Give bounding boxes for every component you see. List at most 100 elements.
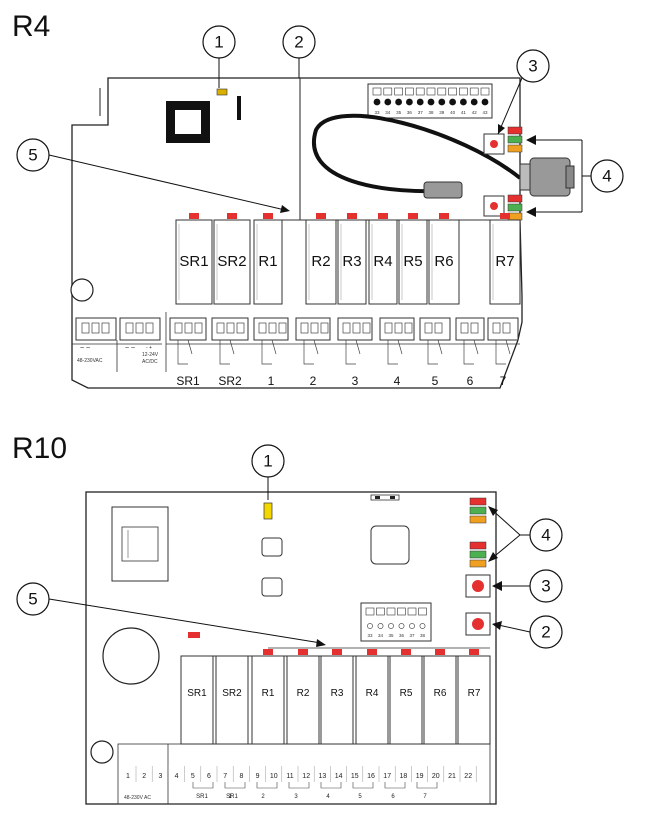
r10-terminal-number: 21 bbox=[448, 773, 456, 780]
r4-pin: 41 bbox=[459, 87, 468, 115]
r10-terminal-number: 14 bbox=[335, 773, 343, 780]
r4-dc-label-1: 12-24V bbox=[142, 352, 159, 358]
r10-supply-label: 48-230V AC bbox=[124, 795, 151, 801]
r4-relay: R7 bbox=[489, 213, 521, 305]
r4-terminal-label: SR2 bbox=[218, 374, 242, 388]
r4-title: R4 bbox=[12, 10, 50, 43]
r4-callout-4: 4 bbox=[526, 135, 624, 217]
r4-callout-2: 2 bbox=[282, 25, 316, 78]
r10-terminal-number: 22 bbox=[464, 773, 472, 780]
r4-output-terminal: 3 bbox=[337, 317, 373, 388]
r4-terminal-label: 2 bbox=[310, 374, 317, 388]
r4-output-terminal: 5 bbox=[419, 317, 451, 388]
r4-pin: 36 bbox=[405, 87, 414, 115]
svg-text:5: 5 bbox=[28, 590, 37, 609]
r4-pin-number: 37 bbox=[418, 110, 424, 115]
r10-relay: R6 bbox=[423, 649, 457, 745]
r4-pin-number: 38 bbox=[428, 110, 434, 115]
r4-terminal-label: 5 bbox=[432, 374, 439, 388]
r10-group-label: 5 bbox=[358, 794, 362, 800]
r10-relay-led bbox=[367, 649, 377, 655]
r10-relay: R2 bbox=[286, 649, 320, 745]
r4-relay-label: R4 bbox=[373, 253, 392, 270]
r10-relay-led bbox=[298, 649, 308, 655]
r4-output-terminal: 7 bbox=[487, 317, 519, 388]
r10-relay: SR1 bbox=[180, 655, 214, 745]
r10-terminal-number: 11 bbox=[286, 773, 293, 780]
r4-relay-led bbox=[408, 213, 418, 219]
r10-pin-number: 33 bbox=[367, 633, 373, 638]
r4-output-terminal: SR1 bbox=[169, 317, 207, 388]
r10-relay: SR2 bbox=[215, 655, 249, 745]
r10-side-connector bbox=[111, 506, 169, 582]
r4-dc-polarity: - + bbox=[146, 345, 152, 351]
r4-output-terminal: 2 bbox=[295, 317, 331, 388]
r4-relay-led bbox=[500, 213, 510, 219]
r10-terminal-number: 15 bbox=[351, 773, 359, 780]
r10-pin: 34 bbox=[376, 607, 385, 638]
r10-relay: R7 bbox=[457, 649, 491, 745]
r10-terminal-number: 18 bbox=[400, 773, 408, 780]
r10-group-label: 2 bbox=[261, 794, 265, 800]
r10-terminal-number: 10 bbox=[270, 773, 278, 780]
r10-group-label: 4 bbox=[326, 794, 330, 800]
r4-relay-led bbox=[378, 213, 388, 219]
r4-relay: R1 bbox=[253, 213, 283, 305]
r10-status-led bbox=[263, 502, 273, 520]
r4-pin: 37 bbox=[415, 87, 425, 115]
svg-text:4: 4 bbox=[541, 526, 550, 545]
r10-relay-label: R5 bbox=[400, 688, 413, 699]
r10-terminal-number: 4 bbox=[175, 773, 179, 780]
r10-title: R10 bbox=[12, 432, 67, 465]
r10-terminal-number: 16 bbox=[367, 773, 375, 780]
r10-terminal-number: 9 bbox=[256, 773, 260, 780]
r10-relay-label: R7 bbox=[468, 688, 481, 699]
r4-pin-number: 36 bbox=[407, 110, 413, 115]
r10-terminal-number: 2 bbox=[142, 773, 146, 780]
r4-callout-1: 1 bbox=[202, 25, 236, 88]
r4-pin-number: 35 bbox=[396, 110, 402, 115]
r10-buzzer bbox=[102, 627, 160, 685]
r4-output-terminal: 6 bbox=[455, 317, 485, 388]
r4-relay-label: R5 bbox=[403, 253, 422, 270]
r4-output-terminal: 1 bbox=[253, 317, 289, 388]
r4-pin-number: 40 bbox=[450, 110, 456, 115]
svg-text:2: 2 bbox=[294, 33, 303, 52]
r4-pin-number: 42 bbox=[472, 110, 478, 115]
r4-relay-label: SR2 bbox=[217, 253, 246, 270]
r4-power-terminal bbox=[119, 317, 161, 341]
r4-relay-led bbox=[227, 213, 237, 219]
r10-group-label: 3 bbox=[294, 794, 298, 800]
r10-terminal-number: 1 bbox=[126, 773, 130, 780]
r4-terminal-label: SR1 bbox=[176, 374, 200, 388]
r10-relay: R5 bbox=[389, 649, 423, 745]
r4-relay: R2 bbox=[305, 213, 337, 305]
r4-ac-symbol: ~ ~ bbox=[80, 345, 90, 352]
r10-pin-number: 34 bbox=[378, 633, 384, 638]
r4-pin: 38 bbox=[426, 87, 436, 115]
r4-dc-label-2: AC/DC bbox=[142, 359, 158, 365]
r10-terminal-number: 19 bbox=[416, 773, 424, 780]
r10-terminal-number: 7 bbox=[223, 773, 227, 780]
r10-indicator-leds-top bbox=[469, 497, 487, 524]
r4-relay-led bbox=[189, 213, 199, 219]
r10-terminal-number: 17 bbox=[383, 773, 391, 780]
r10-group-label: 7 bbox=[423, 794, 427, 800]
r10-terminal-number: 8 bbox=[239, 773, 243, 780]
r10-processor-chip bbox=[370, 525, 410, 565]
r4-relay-label: R3 bbox=[342, 253, 361, 270]
r10-terminal-number: 20 bbox=[432, 773, 440, 780]
r10-mounting-hole bbox=[90, 740, 114, 764]
svg-text:4: 4 bbox=[602, 167, 611, 186]
r4-relay-label: R6 bbox=[434, 253, 453, 270]
r4-callout-3: 3 bbox=[497, 49, 550, 135]
svg-text:3: 3 bbox=[541, 577, 550, 596]
r10-group-label: 6 bbox=[391, 794, 395, 800]
r10-terminal-number: 12 bbox=[302, 773, 310, 780]
r10-pin: 37 bbox=[407, 607, 417, 638]
r4-relay-label: SR1 bbox=[179, 253, 208, 270]
r4-relay: SR1 bbox=[175, 213, 213, 305]
svg-text:2: 2 bbox=[541, 623, 550, 642]
r4-pin-number: 39 bbox=[439, 110, 445, 115]
